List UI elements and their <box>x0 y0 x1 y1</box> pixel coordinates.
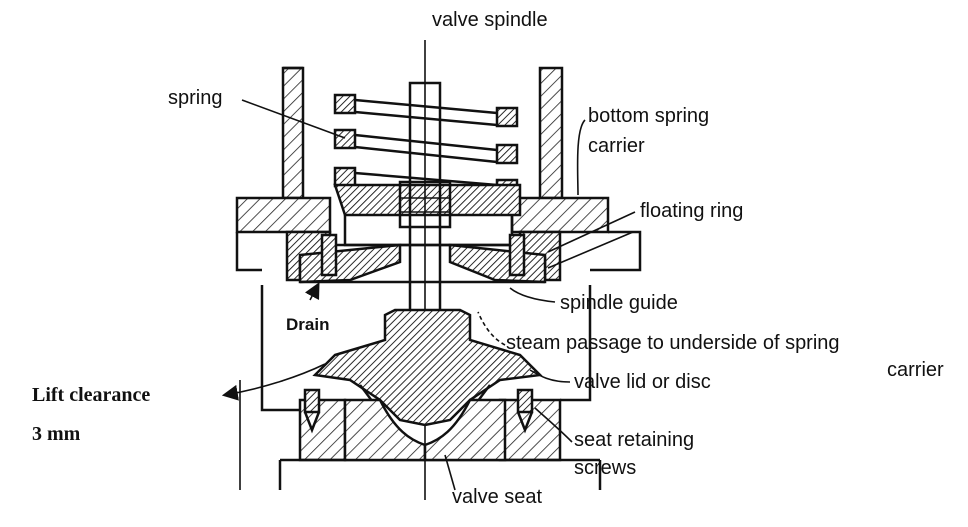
label-valve-lid: valve lid or disc <box>574 371 711 393</box>
label-drain: Drain <box>286 315 329 334</box>
label-floating-ring: floating ring <box>640 200 743 222</box>
label-seat-screws-2: screws <box>574 457 636 479</box>
valve-body <box>235 66 642 490</box>
bottom-spring-carrier <box>330 183 522 247</box>
valve-lid <box>312 308 543 462</box>
label-valve-spindle: valve spindle <box>432 9 548 31</box>
label-lift-clearance-1: Lift clearance <box>32 384 150 406</box>
label-lift-clearance-2: 3 mm <box>32 423 81 445</box>
label-steam-passage-2: carrier <box>887 359 944 381</box>
label-seat-screws-1: seat retaining <box>574 429 694 451</box>
label-spindle-guide: spindle guide <box>560 292 678 314</box>
label-bottom-spring-carrier-1: bottom spring <box>588 105 709 127</box>
label-bottom-spring-carrier-2: carrier <box>588 135 645 157</box>
spindle-guide <box>298 233 547 284</box>
leader-lines <box>221 99 636 491</box>
label-steam-passage-1: steam passage to underside of spring <box>506 332 840 354</box>
label-spring: spring <box>168 87 222 109</box>
seat-retaining-screws <box>303 388 534 434</box>
label-valve-seat: valve seat <box>452 486 542 508</box>
